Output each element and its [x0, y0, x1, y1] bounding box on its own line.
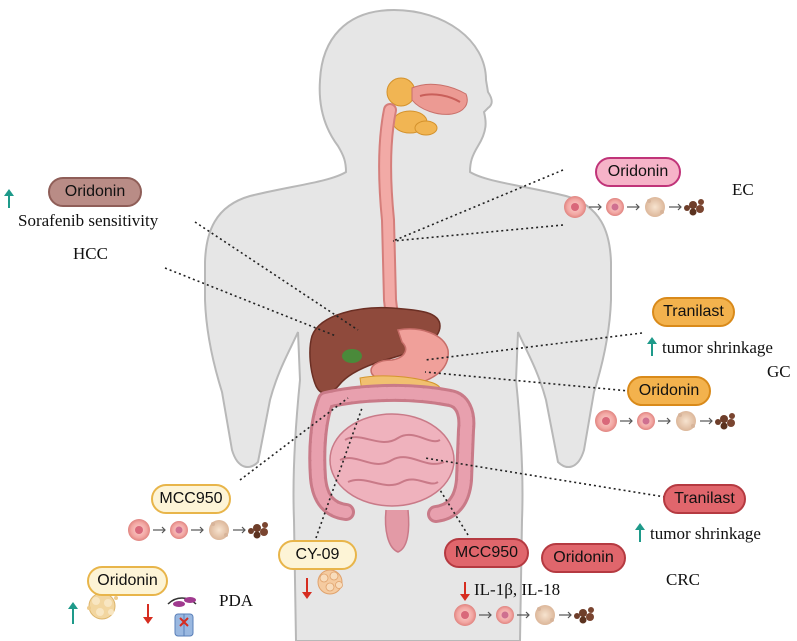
gallbladder — [342, 349, 362, 363]
crc-mcc950-pill: MCC950 — [444, 538, 529, 568]
pda-cy09-pill: CY-09 — [278, 540, 357, 570]
up-arrow-icon — [4, 189, 14, 208]
up-arrow-icon — [647, 337, 657, 356]
hcc-oridonin-pill: Oridonin — [48, 177, 142, 207]
gc-cancer-label: GC — [767, 362, 791, 381]
crc-oridonin-pill: Oridonin — [541, 543, 626, 573]
hcc-effect-text: Sorafenib sensitivity — [18, 211, 159, 230]
down-arrow-icon — [460, 582, 470, 601]
ec-cancer-label: EC — [732, 180, 754, 199]
tumor-cluster-icon — [87, 592, 118, 620]
down-arrow-icon — [302, 578, 312, 599]
crc-effect-text-2: IL-1β, IL-18 — [474, 580, 561, 599]
small-intestine — [329, 413, 455, 507]
crc-effect-text-1: tumor shrinkage — [650, 524, 761, 543]
cell-death-progression-icon — [454, 604, 594, 626]
cell-death-progression-icon — [128, 519, 268, 541]
crc-cancer-label: CRC — [666, 570, 701, 589]
tumor-cluster-icon — [317, 569, 343, 595]
pda-mcc950-pill: MCC950 — [151, 484, 231, 514]
pda-oridonin-pill: Oridonin — [87, 566, 168, 596]
hcc-cancer-label: HCC — [73, 244, 108, 263]
rectum — [384, 509, 410, 553]
membrane-pore-icon — [167, 597, 197, 637]
ec-oridonin-pill: Oridonin — [595, 157, 681, 187]
gc-effect-text: tumor shrinkage — [662, 338, 773, 357]
up-arrow-icon — [68, 602, 78, 624]
crc-tranilast-pill: Tranilast — [663, 484, 746, 514]
cell-death-progression-icon — [564, 196, 704, 218]
pda-cancer-label: PDA — [219, 591, 254, 610]
gc-tranilast-pill: Tranilast — [652, 297, 735, 327]
up-arrow-icon — [635, 523, 645, 542]
cell-death-progression-icon — [595, 410, 735, 432]
down-arrow-icon — [143, 604, 153, 624]
leader-lines — [164, 169, 666, 539]
salivary-glands — [386, 77, 468, 136]
gc-oridonin-pill: Oridonin — [627, 376, 711, 406]
